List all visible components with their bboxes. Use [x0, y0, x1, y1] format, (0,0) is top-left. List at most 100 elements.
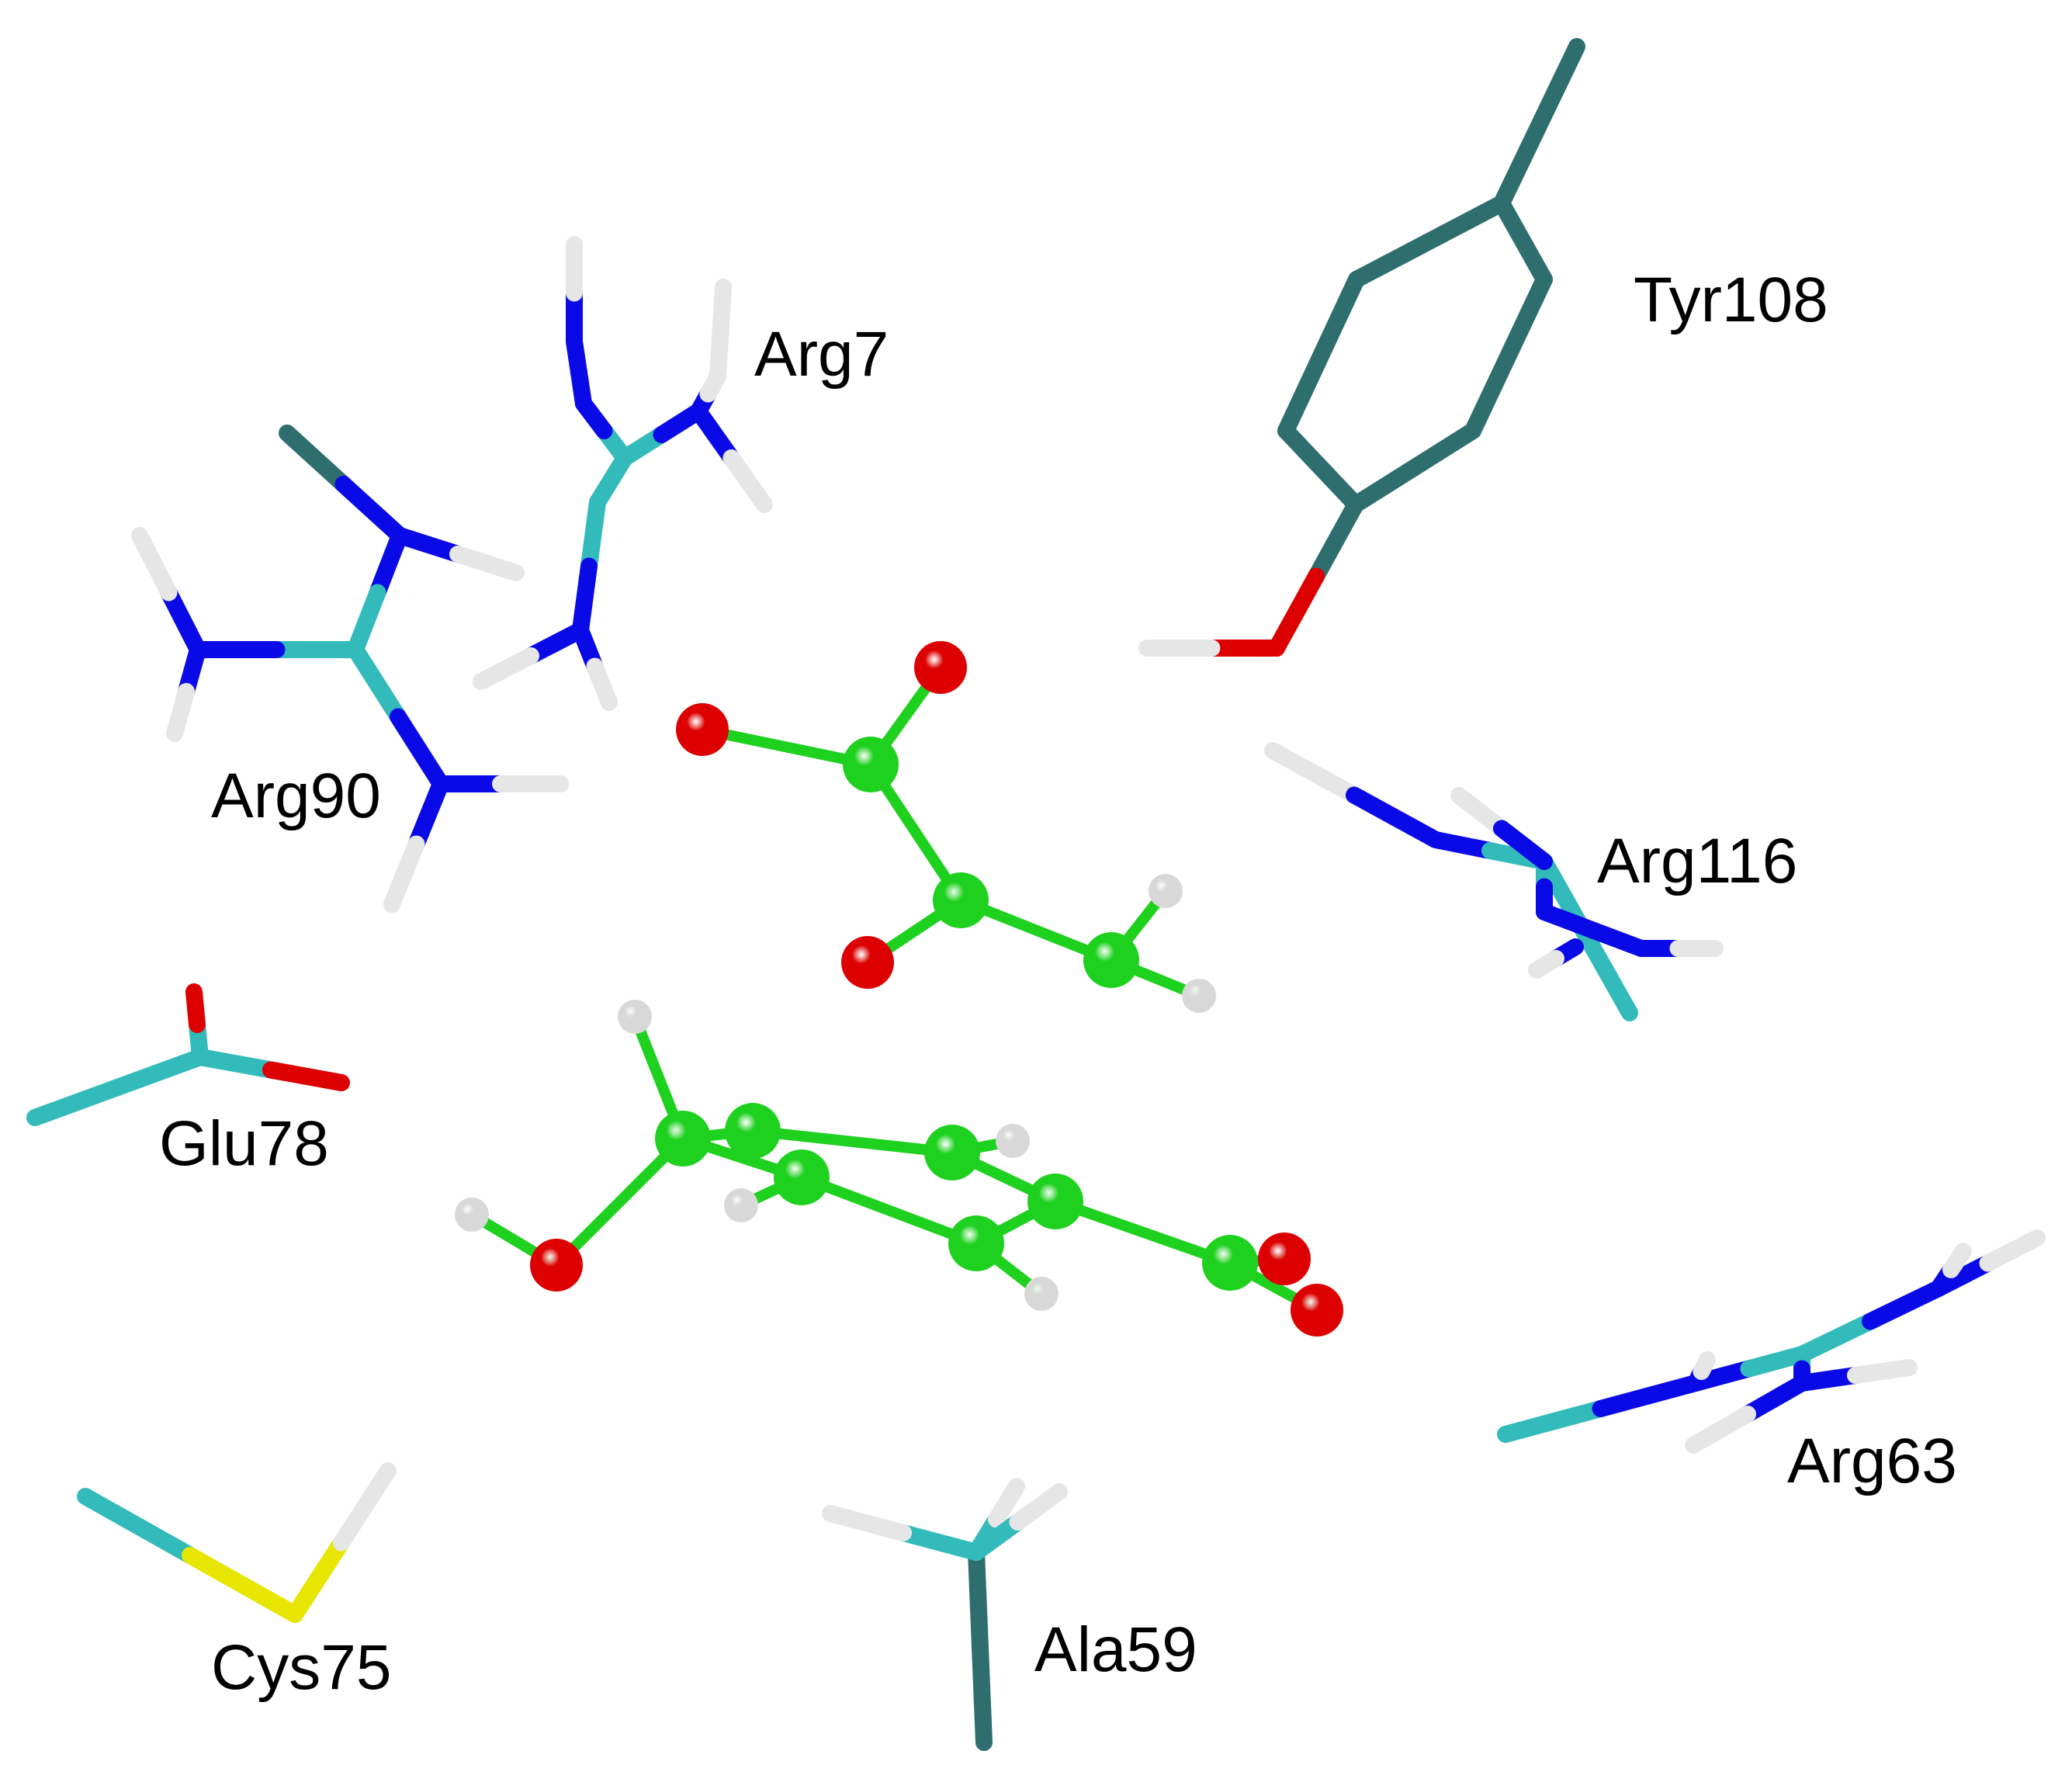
ligand-atom-a6: [948, 1215, 1004, 1271]
ligand-atom-a4: [924, 1125, 980, 1181]
ligand-atom-ph1: [1149, 874, 1183, 908]
arg7-bond-10-half-b: [586, 657, 618, 711]
glu78-bond-0-half-b: [109, 1049, 209, 1096]
cys75-bond-0-half-b: [182, 1547, 303, 1623]
ligand-atom-p1: [843, 737, 899, 792]
label-glu78: Glu78: [159, 1108, 329, 1179]
arg116-bond-0-half-a: [1264, 742, 1363, 804]
ligand-atom-a2: [725, 1103, 781, 1159]
arg116-bond-0-half-b: [1346, 786, 1444, 848]
arg90-bond-8-half-b: [383, 835, 425, 913]
cys75-bond-1-half-b: [333, 1462, 397, 1552]
arg7-bond-8-half-a: [580, 494, 606, 575]
arg90-bond-4-half-b: [131, 527, 178, 602]
arg63-bond-1-half-b: [1740, 1346, 1810, 1378]
ligand-bond-12: [747, 1125, 958, 1158]
label-arg116: Arg116: [1597, 826, 1798, 896]
glu78-bond-2-half-b: [262, 1061, 350, 1091]
arg63-bond-6-half-b: [1847, 1359, 1918, 1384]
residue-sticks: [26, 38, 2046, 1751]
arg7-bond-9-half-b: [473, 647, 539, 690]
ligand-bond-1: [697, 724, 876, 770]
arg90-bond-6-half-b: [390, 708, 449, 792]
arg90-bond-0-half-a: [279, 425, 352, 493]
arg90-bond-5-half-b: [166, 683, 195, 742]
ligand-atom-p3: [1083, 932, 1139, 988]
arg7-bond-8-half-b: [572, 557, 598, 639]
arg63-bond-2-half-b: [1862, 1280, 1947, 1330]
tyr108-ring-bond-4: [1277, 422, 1364, 513]
ligand-atom-ph2: [1182, 979, 1216, 1013]
arg90-bond-2-half-a: [369, 527, 408, 602]
ligand-atom-aco2: [1291, 1284, 1343, 1337]
tyr108-co-half-a: [1308, 496, 1364, 585]
ligand-atom-ah3: [724, 1188, 758, 1222]
arg7-bond-7-half-b: [722, 449, 773, 513]
arg63-bond-2-half-a: [1793, 1312, 1879, 1363]
cys75-bond-0-half-a: [77, 1488, 199, 1564]
ligand-atom-ah6: [1024, 1277, 1059, 1311]
tyr108-ring-bond-0: [1493, 38, 1585, 212]
tyr108-co-half-b: [1268, 567, 1325, 657]
ligand-atom-po1: [914, 641, 967, 694]
tyr108-ring-bond-5: [1277, 271, 1365, 439]
label-ala59: Ala59: [1034, 1614, 1197, 1685]
arg90-bond-1-half-b: [449, 546, 525, 581]
arg90-bond-6-half-a: [347, 641, 407, 726]
arg90-bond-0-half-b: [334, 476, 408, 544]
tyr108-ring-bond-6: [1348, 195, 1510, 288]
arg63-bond-7-half-b: [1942, 1243, 1972, 1278]
ligand-atom-a5: [1027, 1174, 1083, 1229]
arg116-bond-1-half-a: [1427, 831, 1499, 859]
label-arg90: Arg90: [211, 761, 381, 831]
arg90-bond-1-half-a: [391, 527, 466, 563]
ligand-atom-po2: [676, 703, 729, 756]
arg63-bond-0-half-b: [1592, 1375, 1704, 1417]
ala59-bond-1-half-b: [822, 1505, 912, 1541]
arg63-bond-3-half-b: [1979, 1229, 2046, 1272]
label-cys75: Cys75: [211, 1632, 392, 1703]
ala59-bond-2-half-b: [988, 1478, 1025, 1528]
arg63-bond-5-half-a: [1739, 1375, 1810, 1423]
arg90-bond-4-half-a: [160, 584, 206, 658]
label-arg63: Arg63: [1787, 1426, 1957, 1496]
arg90-bond-2-half-b: [347, 584, 386, 658]
arg116-bond-6-half-b: [1493, 820, 1553, 870]
arg63-bond-5-half-b: [1685, 1406, 1756, 1454]
ala59-bond-3-half-a: [968, 1513, 1027, 1561]
glu78-bond-0-half-a: [26, 1079, 126, 1126]
ligand-atom-po3: [841, 936, 894, 989]
arg116-bond-7-half-b: [1528, 950, 1564, 979]
ligand-atom-ao: [530, 1239, 583, 1291]
arg116-bond-2-half-b: [1578, 928, 1638, 1021]
ligand-bond-8: [551, 1133, 688, 1271]
arg7-bond-6-half-b: [712, 279, 732, 341]
arg116-bond-4-half-b: [1584, 921, 1650, 957]
glu78-bond-1-half-b: [185, 983, 206, 1033]
ligand-bond-19: [1050, 1196, 1235, 1268]
ligand-bond-14: [796, 1172, 982, 1249]
ligand-atom-aoh: [455, 1198, 489, 1232]
tyr108-ring-bond-3: [1347, 422, 1481, 513]
ligand-atom-aco1: [1258, 1233, 1311, 1285]
ala59-bond-0-half-a: [972, 1638, 993, 1751]
arg63-bond-8-half-b: [1693, 1351, 1716, 1380]
label-arg7: Arg7: [754, 319, 889, 390]
ala59-bond-1-half-a: [895, 1524, 985, 1561]
ligand-atom-ah4: [996, 1124, 1030, 1158]
cys75-bond-1-half-a: [286, 1534, 350, 1623]
ligand-atom-p2: [933, 872, 989, 928]
glu78-bond-2-half-a: [192, 1049, 279, 1079]
arg7-bond-9-half-a: [522, 622, 589, 664]
tyr108-ring-bond-2: [1464, 271, 1553, 439]
ligand-atom-a1: [655, 1111, 711, 1167]
arg63-bond-0-half-a: [1497, 1400, 1609, 1443]
arg90-bond-8-half-a: [407, 775, 449, 853]
ligand-atom-ac: [1202, 1235, 1258, 1291]
arg63-bond-6-half-a: [1793, 1367, 1864, 1392]
ligand-atom-ah1: [618, 1000, 652, 1034]
arg116-bond-4-half-a: [1536, 903, 1602, 939]
ala59-bond-0-half-b: [968, 1544, 989, 1656]
arg116-bond-6-half-a: [1450, 787, 1510, 837]
